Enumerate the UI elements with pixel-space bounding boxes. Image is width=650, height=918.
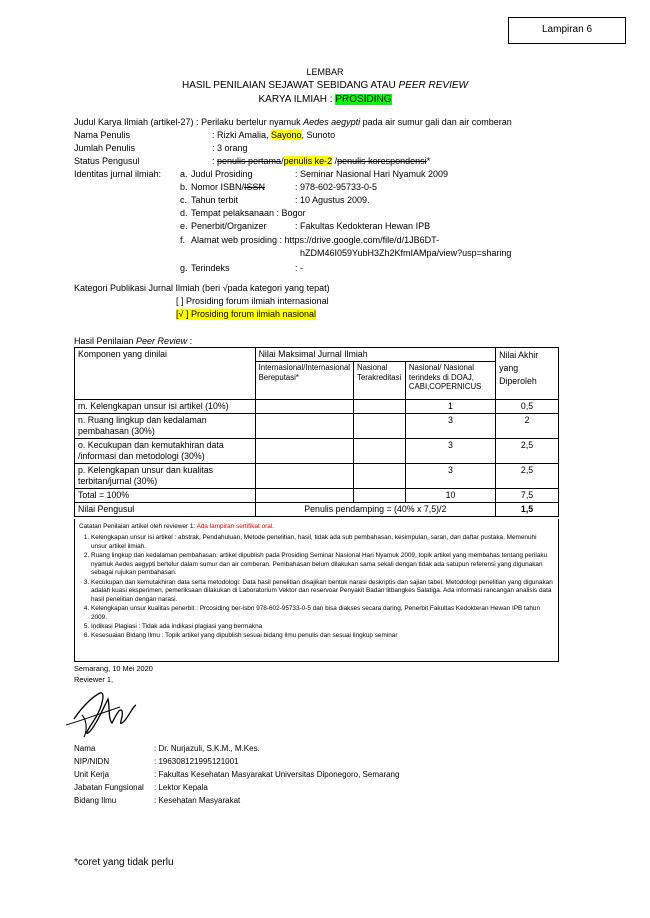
identitas-item-label: Tahun terbit [191,195,239,205]
header-nilai-maksimal: Nilai Maksimal Jurnal Ilmiah [254,347,497,362]
total-nilai-nasional: 10 [404,487,497,503]
kategori-option-internasional: [ ] Prosiding forum ilmiah internasional [176,296,329,306]
identitas-num: b. [180,182,188,192]
row-nilai-akhir: 2 [495,412,559,439]
reviewer-nama-label: Nama [74,744,96,753]
jumlah-penulis-label: Jumlah Penulis [74,143,136,153]
identitas-url-cont: hZDM46I059YubH3Zh2KfmIAMpa/view?usp=shar… [300,248,512,258]
row-nilai-akhir: 2,5 [495,437,559,464]
lampiran-label: Lampiran 6 [508,17,626,44]
row-nilai-akhir: 2,5 [495,462,559,489]
jumlah-penulis-value: : 3 orang [212,143,248,153]
judul-row: Judul Karya Ilmiah (artikel-27) : Perila… [74,117,512,127]
catatan-item: Kelengkapan unsur isi artikel : abstrak,… [91,534,554,551]
pengusul-formula: Penulis pendamping = (40% x 7,5)/2 [254,501,497,517]
reviewer-nip-value: : 196308121995121001 [154,757,239,766]
catatan-item: Kesesuaian Bidang Ilmu : Topik artikel y… [91,632,554,640]
catatan-item: Indikasi Plagiasi : Tidak ada indikasi p… [91,623,554,631]
score-table: Komponen yang dinilai Nilai Maksimal Jur… [74,347,559,517]
footnote: *coret yang tidak perlu [74,857,174,868]
identitas-num: a. [180,169,188,179]
identitas-item-value: : Seminar Nasional Hari Nyamuk 2009 [295,169,449,179]
reviewer-bidang-value: : Kesehatan Masyarakat [154,796,241,805]
identitas-num: f. [180,235,186,245]
identitas-label: Identitas jurnal ilmiah: [74,169,162,179]
pengusul-value: 1,5 [495,501,559,517]
row-nilai-akhir: 0,5 [495,398,559,414]
header-nasional-terakreditasi: Nasional Terakreditasi [353,360,406,400]
row-nilai-nasional: 1 [404,398,497,414]
prosiding-highlight: PROSIDING [335,94,392,105]
identitas-item-value: : Fakultas Kedokteran Hewan IPB [295,221,431,231]
header-internasional: Internasional/Internasional Bereputasi* [254,360,355,400]
reviewer-nama-value: : Dr. Nurjazuli, S.K.M., M.Kes. [154,744,260,753]
row-nilai-nasional: 3 [404,462,497,489]
identitas-num: g. [180,263,188,273]
kategori-option-nasional: [√ ] Prosiding forum ilmiah nasional [176,309,317,321]
status-pengusul-label: Status Pengusul [74,156,140,166]
identitas-item-label: Judul Prosiding [191,169,253,179]
identitas-item-label: Nomor ISBN/ISSN [191,182,266,192]
total-label: Total = 100% [74,487,256,503]
table-row-pengusul: Nilai Pengusul Penulis pendamping = (40%… [74,501,559,517]
identitas-num: c. [180,195,188,205]
catatan-item: Ruang lingkup dan kedalaman pembahasan: … [91,552,554,577]
identitas-item-label: Tempat pelaksanaan : Bogor [191,208,306,218]
hasil-penilaian-label: Hasil Penilaian Peer Review : [74,336,193,346]
header-title: HASIL PENILAIAN SEJAWAT SEBIDANG ATAU PE… [181,80,468,91]
identitas-num: d. [180,208,188,218]
row-komponen: m. Kelengkapan unsur isi artikel (10%) [74,398,256,414]
reviewer-label: Reviewer 1, [74,675,114,684]
identitas-num: e. [180,221,188,231]
catatan-item: Kecukupan dan kemutakhiran data serta me… [91,579,554,604]
row-nilai-nasional: 3 [404,412,497,439]
row-nilai-nasional: 3 [404,437,497,464]
catatan-item: Kelengkapan unsur kualitas penerbit : Pr… [91,605,554,622]
catatan-penilaian: Catatan Penilaian artikel oleh reviewer … [74,519,559,662]
header-lembar: LEMBAR [306,67,344,77]
table-row: p. Kelengkapan unsur dan kualitas terbit… [74,462,559,489]
signature-image [65,692,137,738]
nama-penulis-label: Nama Penulis [74,130,131,140]
reviewer-nip-label: NIP/NIDN [74,757,110,766]
table-row: n. Ruang lingkup dan kedalaman pembahasa… [74,412,559,439]
header-nasional-terindeks: Nasional/ Nasional terindeks di DOAJ, CA… [404,360,497,400]
total-nilai-akhir: 7,5 [495,487,559,503]
reviewer-jabatan-label: Jabatan Fungsional [74,783,144,792]
row-komponen: o. Kecukupan dan kemutakhiran data /info… [74,437,256,464]
table-row: m. Kelengkapan unsur isi artikel (10%) 1… [74,398,559,414]
pengusul-label: Nilai Pengusul [74,501,256,517]
status-pengusul-value: : penulis pertama/penulis ke-2 /penulis … [212,156,431,166]
table-row: o. Kecukupan dan kemutakhiran data /info… [74,437,559,464]
identitas-item-label: Penerbit/Organizer [191,221,267,231]
reviewer-bidang-label: Bidang Ilmu [74,796,117,805]
header-komponen: Komponen yang dinilai [74,347,256,400]
header-nilai-akhir: Nilai Akhir yang Diperoleh [495,347,559,400]
place-date: Semarang, 10 Mei 2020 [74,664,153,673]
header-karya: KARYA ILMIAH : PROSIDING [258,94,392,105]
identitas-item-value: : 978-602-95733-0-5 [295,182,378,192]
identitas-item-value: : 10 Agustus 2009. [295,195,370,205]
reviewer-jabatan-value: : Lektor Kepala [154,783,208,792]
table-row-total: Total = 100% 10 7,5 [74,487,559,503]
row-komponen: n. Ruang lingkup dan kedalaman pembahasa… [74,412,256,439]
kategori-label: Kategori Publikasi Jurnal Ilmiah (beri √… [74,283,330,293]
identitas-item-label: Terindeks [191,263,230,273]
reviewer-unit-value: : Fakultas Kesehatan Masyarakat Universi… [154,770,400,779]
identitas-item-value: : - [295,263,303,273]
nama-penulis-value: : Rizki Amalia, Sayono, Sunoto [212,130,336,140]
catatan-title: Catatan Penilaian artikel oleh reviewer … [79,523,275,530]
reviewer-unit-label: Unit Kerja [74,770,110,779]
row-komponen: p. Kelengkapan unsur dan kualitas terbit… [74,462,256,489]
identitas-item-label: Alamat web prosiding : https://drive.goo… [191,235,440,245]
